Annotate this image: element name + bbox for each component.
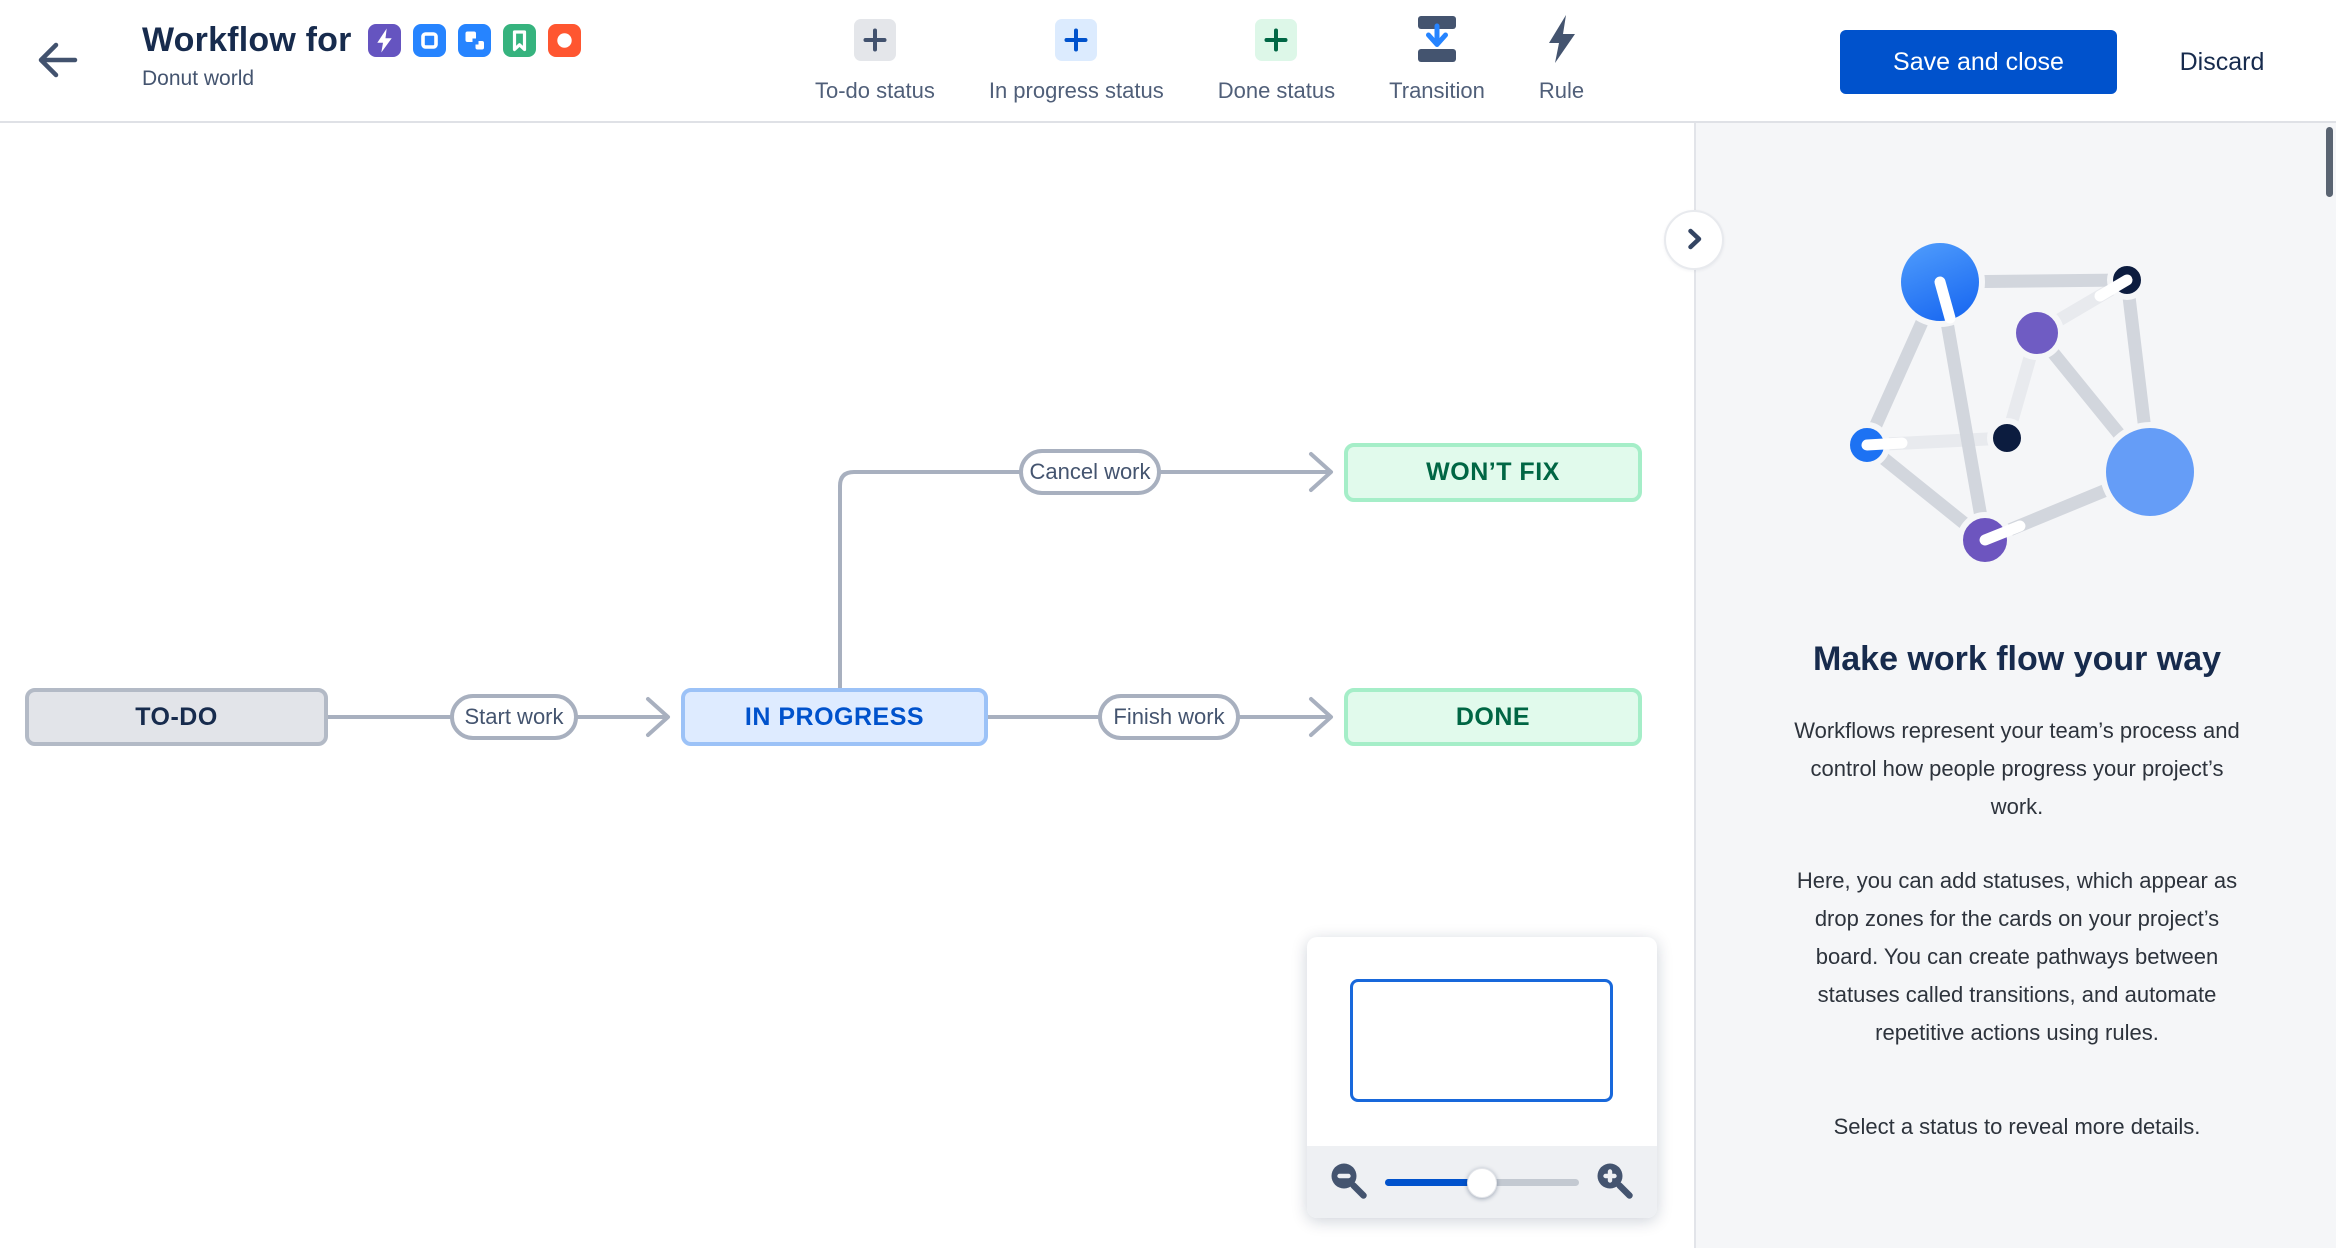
tool-label: To-do status (815, 78, 935, 103)
task-square-icon (412, 23, 446, 57)
network-illustration (1844, 237, 2200, 568)
status-node-done[interactable]: DONE (1344, 688, 1642, 746)
discard-button[interactable]: Discard (2146, 30, 2298, 94)
header: Workflow for (0, 0, 2336, 123)
status-label: DONE (1455, 702, 1531, 731)
toolbar: To-do status In progress status Done sta… (815, 14, 1584, 104)
plus-icon (853, 19, 896, 61)
status-node-in-progress[interactable]: IN PROGRESS (681, 688, 988, 746)
tool-label: Done status (1217, 78, 1336, 103)
plus-icon (1055, 19, 1098, 61)
bolt-icon (367, 23, 401, 57)
scrollbar-thumb[interactable] (2326, 127, 2333, 197)
tool-label: Rule (1538, 78, 1585, 103)
status-label: IN PROGRESS (744, 702, 925, 731)
add-in-progress-status-button[interactable]: In progress status (989, 14, 1164, 104)
save-and-close-button[interactable]: Save and close (1840, 30, 2117, 94)
collapse-panel-button[interactable] (1664, 210, 1724, 270)
panel-copy: Workflows represent your team’s process … (1787, 712, 2247, 1146)
panel-paragraph: Here, you can add statuses, which appear… (1796, 868, 2238, 1045)
panel-paragraph: Select a status to reveal more details. (1833, 1114, 2201, 1139)
transition-label-start-work[interactable]: Start work (450, 694, 578, 740)
zoom-slider-fill (1385, 1179, 1482, 1186)
back-arrow-icon (31, 34, 83, 89)
panel-paragraph: Workflows represent your team’s process … (1794, 718, 2240, 819)
tool-label: Transition (1389, 78, 1485, 103)
status-label: TO-DO (135, 702, 218, 731)
zoom-in-button[interactable] (1593, 1160, 1637, 1204)
transition-label-cancel-work[interactable]: Cancel work (1019, 449, 1161, 495)
zoom-slider-thumb[interactable] (1467, 1168, 1497, 1198)
help-panel: Make work flow your way Workflows repres… (1694, 123, 2336, 1248)
add-todo-status-button[interactable]: To-do status (815, 14, 935, 104)
minimap-viewport[interactable] (1350, 979, 1613, 1102)
issue-type-icons (367, 23, 581, 57)
workflow-canvas[interactable]: TO-DO IN PROGRESS DONE WON’T FIX Start w… (0, 123, 1694, 1248)
minimap (1307, 937, 1657, 1218)
panel-heading: Make work flow your way (1812, 640, 2222, 678)
zoom-slider[interactable] (1385, 1167, 1579, 1198)
transition-label-finish-work[interactable]: Finish work (1098, 694, 1240, 740)
chevron-right-icon (1677, 222, 1711, 259)
epic-circle-icon (547, 23, 581, 57)
zoom-out-button[interactable] (1327, 1160, 1371, 1204)
status-node-wont-fix[interactable]: WON’T FIX (1344, 443, 1642, 502)
zoom-bar (1307, 1146, 1657, 1218)
project-name: Donut world (142, 67, 255, 90)
rule-lightning-icon (1542, 13, 1582, 68)
plus-icon (1255, 19, 1298, 61)
zoom-out-icon (1328, 1160, 1370, 1205)
back-button[interactable] (28, 32, 86, 90)
subtasks-icon (457, 23, 491, 57)
add-rule-button[interactable]: Rule (1539, 14, 1584, 104)
add-done-status-button[interactable]: Done status (1218, 14, 1335, 104)
status-node-todo[interactable]: TO-DO (25, 688, 328, 746)
status-label: WON’T FIX (1426, 458, 1560, 486)
tool-label: In progress status (988, 78, 1164, 103)
title-block: Workflow for (142, 20, 581, 92)
add-transition-button[interactable]: Transition (1389, 14, 1485, 104)
page-title: Workflow for (142, 21, 352, 59)
transition-icon (1414, 13, 1460, 68)
zoom-in-icon (1594, 1160, 1636, 1205)
story-bookmark-icon (502, 23, 536, 57)
